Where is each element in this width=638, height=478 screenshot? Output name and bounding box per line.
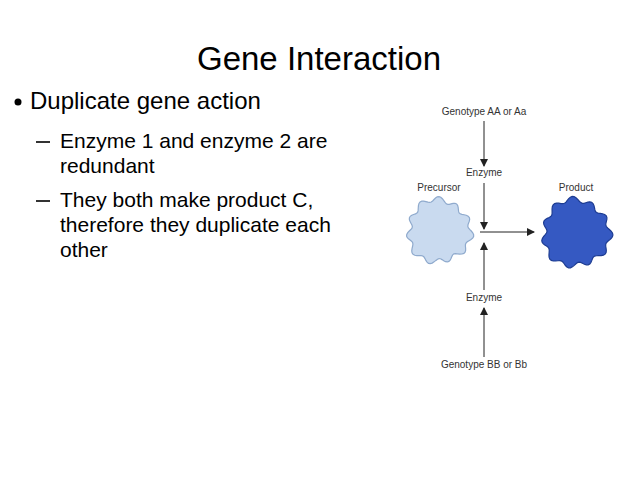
sub-bullet-text: Enzyme 1 and enzyme 2 are redundant [60,128,370,178]
bullet-text: Duplicate gene action [30,87,390,115]
sub-bullet-text: They both make product C, therefore they… [60,187,370,262]
genotype-label: Genotype BB or Bb [424,359,544,371]
product-blob: Product [534,182,618,270]
leader-arrow [484,183,485,229]
blob-outline [534,182,618,270]
sub-bullet-dash [36,141,50,143]
blob-shape [407,197,474,264]
node-label: Precursor [398,182,480,193]
sub-bullet-dash [36,200,50,202]
leader-arrow [484,243,485,290]
enzyme-label: Enzyme [444,167,524,179]
blob-outline [398,182,480,266]
enzyme-label: Enzyme [444,292,524,304]
reaction-arrow [480,232,534,233]
bullet-dot [15,99,22,106]
slide-title: Gene Interaction [0,40,638,78]
blob-shape [542,196,613,267]
node-label: Product [534,182,618,193]
leader-arrow [484,121,485,166]
leader-arrow [484,308,485,357]
genotype-label: Genotype AA or Aa [424,106,544,118]
precursor-blob: Precursor [398,182,480,266]
